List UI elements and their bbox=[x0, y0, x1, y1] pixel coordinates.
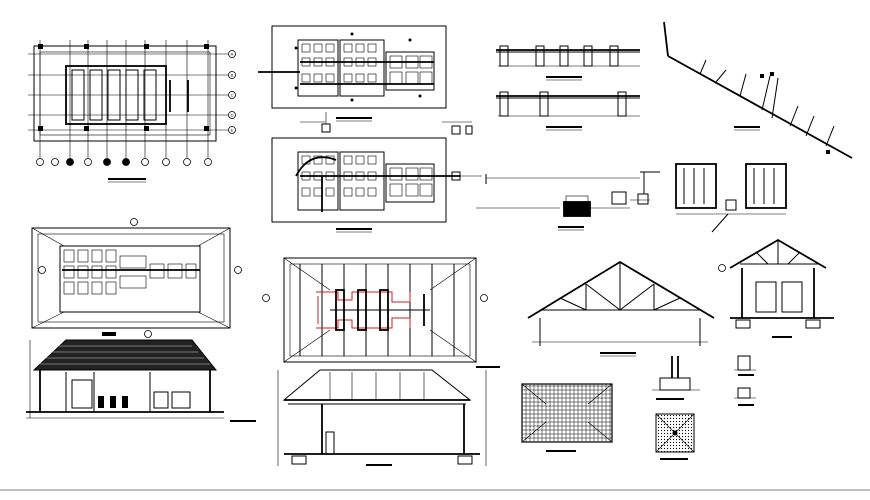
grid-bubble-b: B bbox=[231, 73, 234, 78]
red-bracing bbox=[316, 291, 411, 329]
roof-plan-small bbox=[31, 218, 242, 338]
roof-framing-plan bbox=[262, 257, 500, 368]
grid-bubble-c: C bbox=[231, 93, 234, 98]
plumbing-plan-lower bbox=[271, 137, 482, 233]
footing-details bbox=[652, 356, 700, 460]
riser-connectors bbox=[300, 112, 473, 135]
front-elevation bbox=[26, 339, 256, 422]
plumbing-plan-upper bbox=[258, 25, 447, 122]
septic-details bbox=[476, 163, 787, 233]
foundation-plan: A B C D E bbox=[28, 40, 236, 183]
side-section bbox=[718, 238, 834, 338]
grid-bubble-e: E bbox=[231, 128, 234, 133]
small-details bbox=[734, 355, 756, 406]
grid-bubble-a: A bbox=[231, 52, 234, 57]
roof-truss bbox=[527, 260, 715, 357]
pipe-details-top bbox=[496, 45, 640, 131]
section-elevation bbox=[277, 369, 487, 466]
isometric-piping bbox=[663, 21, 853, 159]
column-grid-bubbles bbox=[36, 158, 212, 166]
grid-bubble-d: D bbox=[231, 113, 234, 118]
roof-tile-plan bbox=[521, 383, 613, 452]
row-grid-bubbles: A B C D E bbox=[228, 50, 236, 134]
